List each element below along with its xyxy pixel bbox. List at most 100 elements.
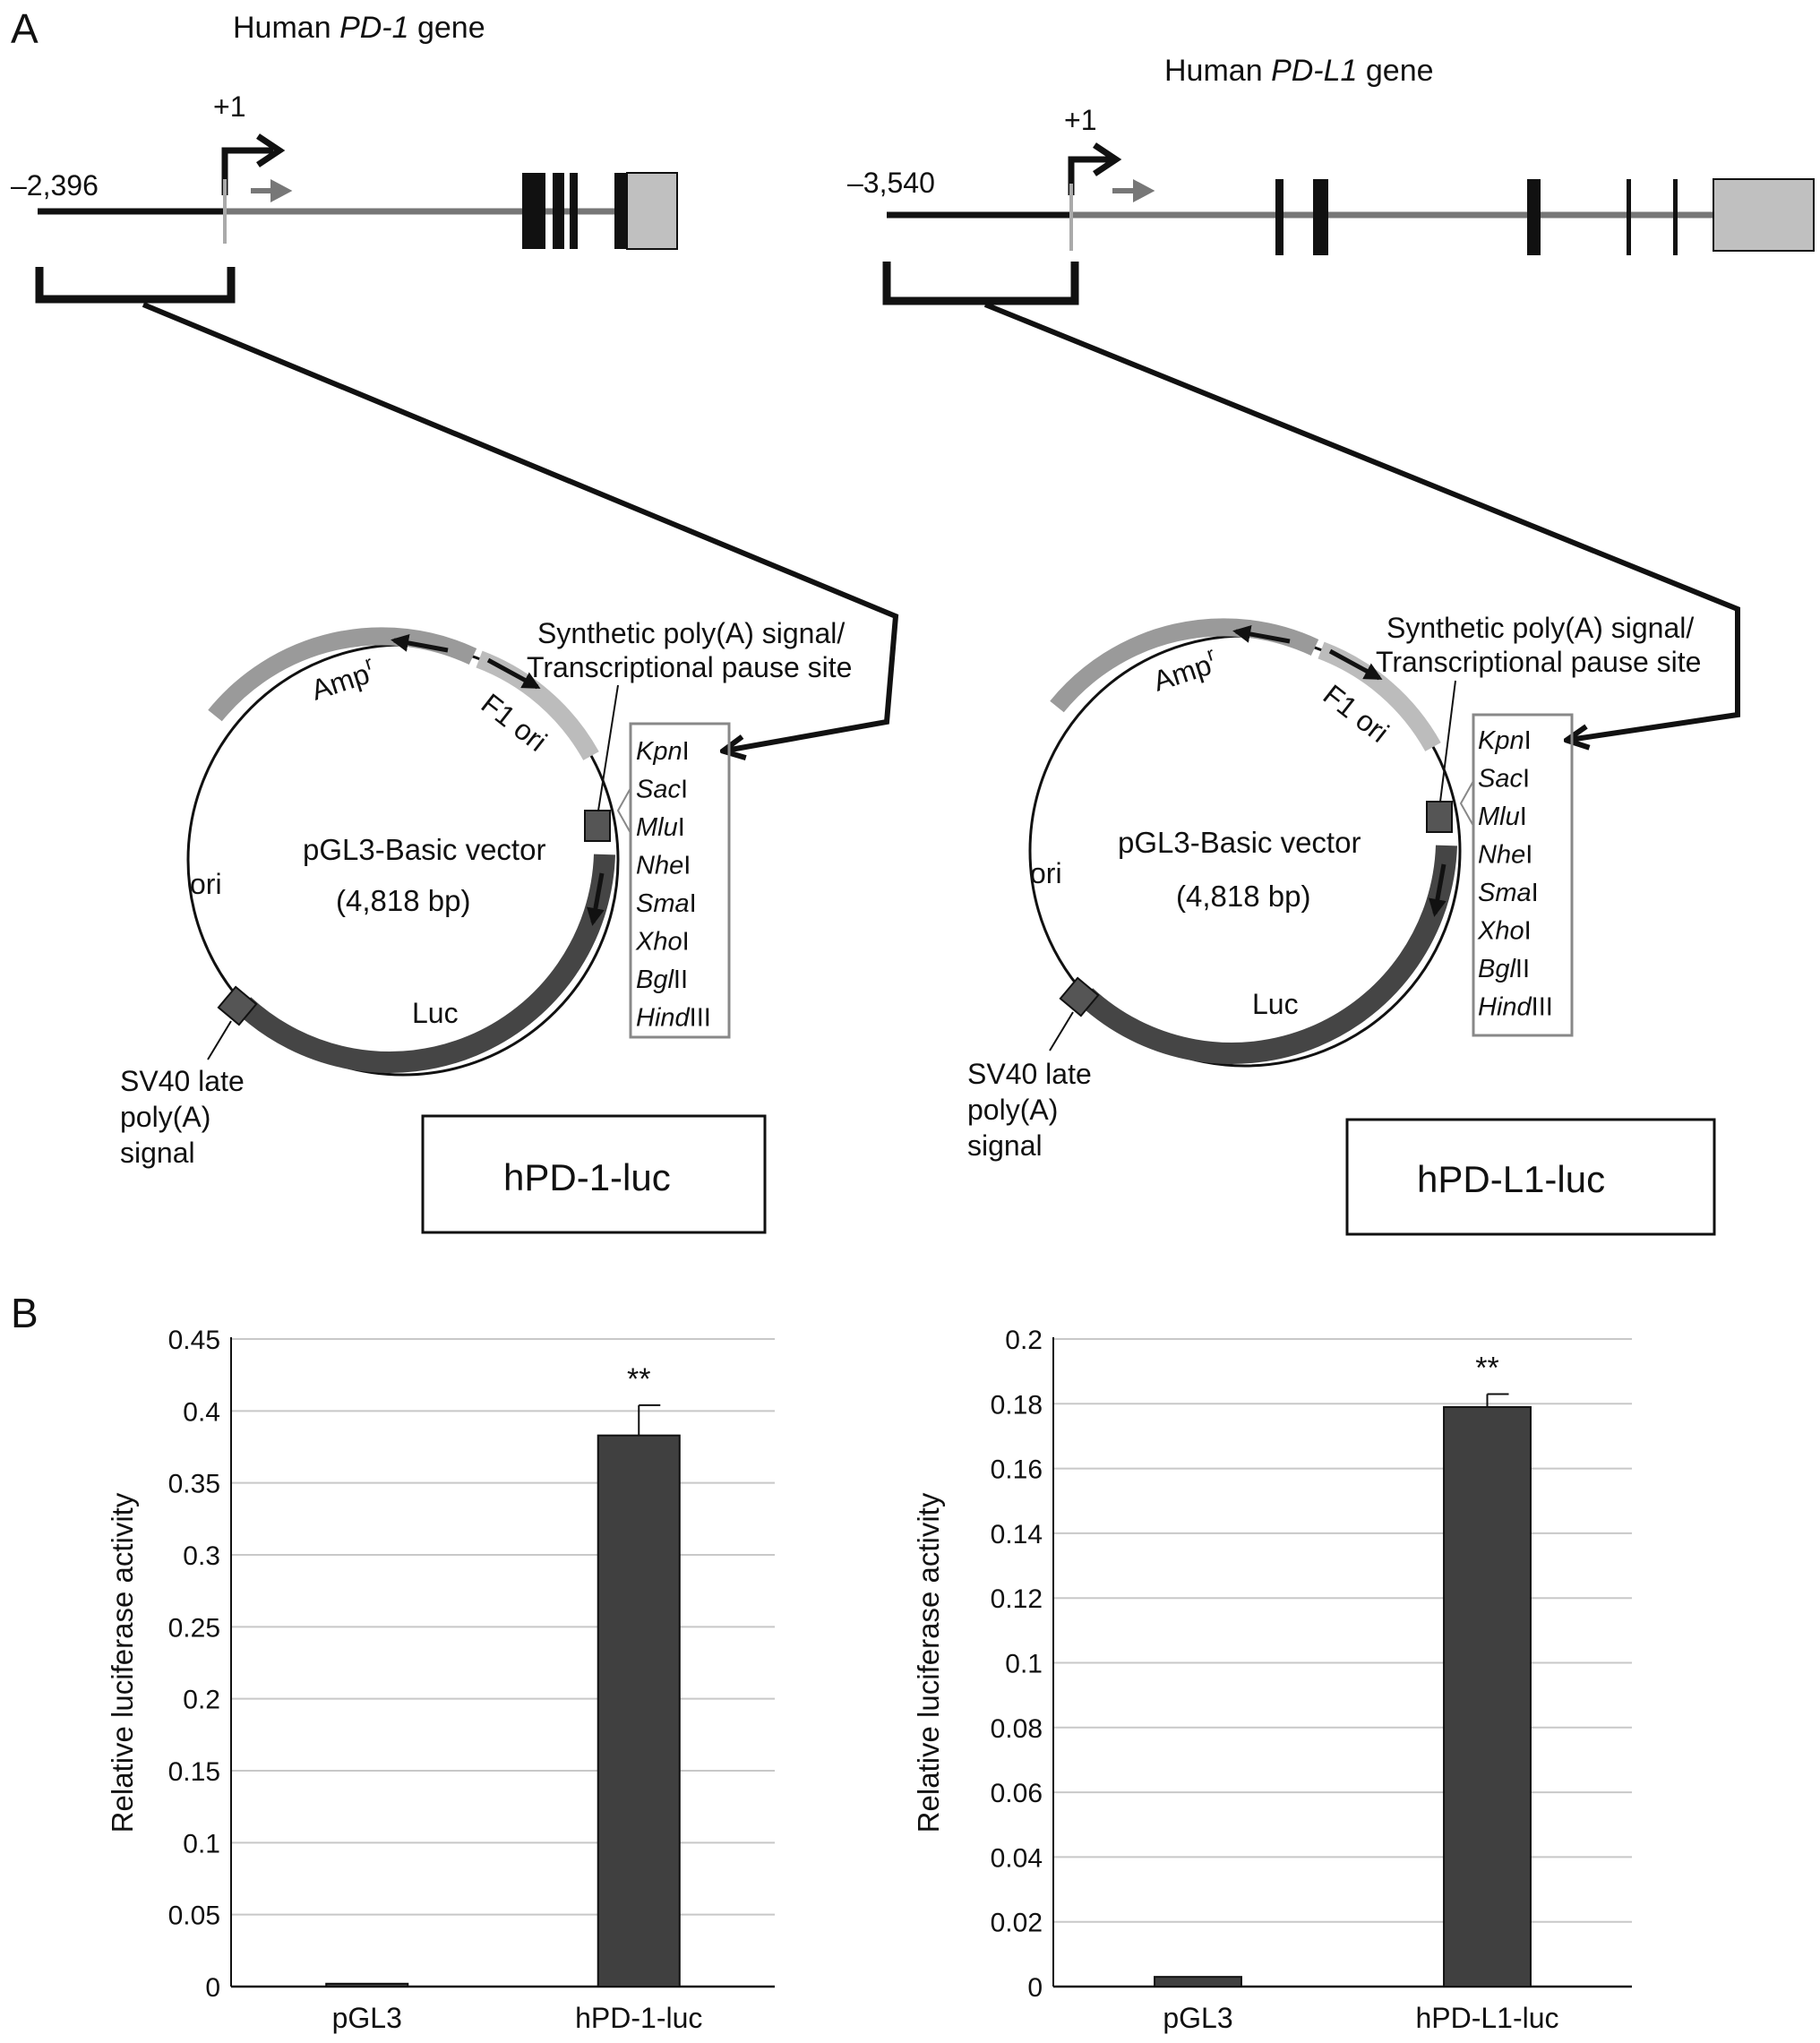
poly-a-label-line2: Transcriptional pause site bbox=[1376, 646, 1701, 678]
promoter-bracket-pdl1 bbox=[882, 262, 1079, 305]
poly-a-box bbox=[1426, 801, 1453, 833]
restriction-site-plain: III bbox=[690, 1004, 711, 1033]
restriction-site-plain: I bbox=[1532, 879, 1539, 907]
restriction-site-plain: I bbox=[690, 889, 697, 918]
restriction-site-italic: Hind bbox=[1478, 993, 1532, 1022]
bar-chart-hpdl1: 00.020.040.060.080.10.120.140.160.180.2p… bbox=[912, 1326, 1632, 2034]
exon bbox=[1627, 179, 1631, 255]
direction-arrow-pd1 bbox=[251, 179, 293, 202]
y-tick-label: 0.16 bbox=[991, 1455, 1043, 1485]
exon bbox=[1275, 179, 1283, 255]
luc-segment bbox=[236, 854, 615, 1073]
restriction-site: SacI bbox=[1478, 765, 1530, 794]
amp-text: Amp bbox=[1149, 648, 1215, 698]
restriction-site-plain: I bbox=[1520, 803, 1527, 831]
restriction-site: SmaI bbox=[1478, 879, 1539, 907]
vector-size: (4,818 bp) bbox=[1176, 880, 1310, 913]
y-tick-label: 0 bbox=[1027, 1973, 1043, 2003]
amp-text: Amp bbox=[307, 657, 373, 707]
insert-connector-pd1 bbox=[142, 302, 899, 751]
x-category-label: hPD-1-luc bbox=[575, 2002, 702, 2034]
gene-title-suffix: gene bbox=[409, 11, 485, 45]
restriction-site-italic: Kpn bbox=[1478, 726, 1524, 755]
sv40-label-line2: poly(A) bbox=[120, 1101, 210, 1133]
restriction-site-plain: I bbox=[1524, 726, 1532, 755]
restriction-site-plain: I bbox=[682, 928, 690, 957]
bar bbox=[1443, 1405, 1532, 1988]
restriction-site: NheI bbox=[636, 852, 691, 880]
bar bbox=[325, 1982, 409, 1987]
y-tick-label: 0.05 bbox=[168, 1901, 220, 1931]
utr-box bbox=[1713, 178, 1815, 252]
restriction-site-italic: Xho bbox=[1477, 917, 1524, 946]
y-tick-label: 0.15 bbox=[168, 1757, 220, 1787]
y-tick-label: 0.4 bbox=[183, 1397, 220, 1427]
significance-marker: ** bbox=[1475, 1351, 1498, 1385]
restriction-site: SacI bbox=[636, 776, 688, 804]
y-tick-label: 0.25 bbox=[168, 1613, 220, 1643]
bar bbox=[1154, 1976, 1242, 1988]
restriction-site-italic: Nhe bbox=[1478, 841, 1525, 870]
sv40-label-line1: SV40 late bbox=[967, 1058, 1092, 1090]
mcs-box bbox=[1472, 713, 1574, 1037]
restriction-site: SmaI bbox=[636, 889, 697, 918]
restriction-site-italic: Sac bbox=[636, 776, 681, 804]
restriction-site-plain: I bbox=[1524, 917, 1532, 946]
y-tick-label: 0.2 bbox=[183, 1686, 220, 1715]
restriction-site: XhoI bbox=[635, 928, 690, 957]
sv40-label-line3: signal bbox=[967, 1129, 1043, 1162]
x-category-label: hPD-L1-luc bbox=[1415, 2002, 1558, 2034]
y-tick-label: 0.2 bbox=[1005, 1326, 1043, 1355]
luc-segment bbox=[1077, 845, 1457, 1064]
gene-map-pd1: Human PD-1 gene +1 –2,396 bbox=[11, 11, 899, 751]
restriction-site: MluI bbox=[636, 813, 685, 842]
restriction-site-plain: I bbox=[1525, 841, 1532, 870]
utr-box bbox=[626, 172, 678, 250]
y-tick-label: 0.35 bbox=[168, 1470, 220, 1499]
restriction-site: XhoI bbox=[1477, 917, 1532, 946]
y-tick-label: 0.12 bbox=[991, 1584, 1043, 1614]
restriction-site: KpnI bbox=[636, 737, 690, 766]
restriction-site-plain: I bbox=[681, 776, 688, 804]
exon bbox=[553, 173, 564, 249]
exon bbox=[614, 173, 627, 249]
gene-title-suffix: gene bbox=[1357, 54, 1433, 88]
poly-a-box bbox=[584, 810, 611, 842]
restriction-site: KpnI bbox=[1478, 726, 1532, 755]
ori-label: ori bbox=[1030, 857, 1062, 889]
y-tick-label: 0.14 bbox=[991, 1520, 1043, 1549]
tss-label-pd1: +1 bbox=[213, 90, 245, 123]
amp-label: Ampr bbox=[305, 651, 379, 707]
tss-arrow-pdl1 bbox=[1068, 156, 1111, 195]
restriction-site-plain: III bbox=[1532, 993, 1553, 1022]
restriction-site-plain: I bbox=[1523, 765, 1530, 794]
sv40-label-line3: signal bbox=[120, 1137, 195, 1169]
restriction-site-italic: Bgl bbox=[1478, 955, 1516, 983]
exon bbox=[1673, 179, 1678, 255]
amp-label: Ampr bbox=[1147, 642, 1221, 698]
sv40-box bbox=[1059, 976, 1100, 1017]
poly-a-label-line1: Synthetic poly(A) signal/ bbox=[1386, 612, 1694, 644]
vector-map-left: Synthetic poly(A) signal/ Transcriptiona… bbox=[120, 617, 852, 1234]
y-axis-label: Relative luciferase activity bbox=[912, 1492, 945, 1833]
y-tick-label: 0.06 bbox=[991, 1779, 1043, 1808]
ori-label: ori bbox=[190, 868, 222, 900]
y-tick-label: 0.02 bbox=[991, 1909, 1043, 1938]
y-tick-label: 0 bbox=[205, 1973, 220, 2003]
restriction-site: MluI bbox=[1478, 803, 1527, 831]
y-tick-label: 0.04 bbox=[991, 1843, 1043, 1873]
poly-a-label-line2: Transcriptional pause site bbox=[527, 651, 852, 683]
luc-label: Luc bbox=[1252, 988, 1299, 1020]
luc-label: Luc bbox=[412, 997, 459, 1029]
restriction-site-plain: I bbox=[683, 852, 691, 880]
gene-title-prefix: Human bbox=[1164, 54, 1271, 88]
exon bbox=[570, 173, 578, 249]
mcs-box bbox=[629, 722, 731, 1039]
y-axis-label: Relative luciferase activity bbox=[106, 1492, 139, 1833]
vector-map-right: Synthetic poly(A) signal/ Transcriptiona… bbox=[967, 612, 1716, 1236]
restriction-site-italic: Sma bbox=[1478, 879, 1532, 907]
sv40-label-line1: SV40 late bbox=[120, 1065, 245, 1097]
restriction-site-italic: Kpn bbox=[636, 737, 682, 766]
insert-connector-pdl1 bbox=[983, 302, 1740, 740]
